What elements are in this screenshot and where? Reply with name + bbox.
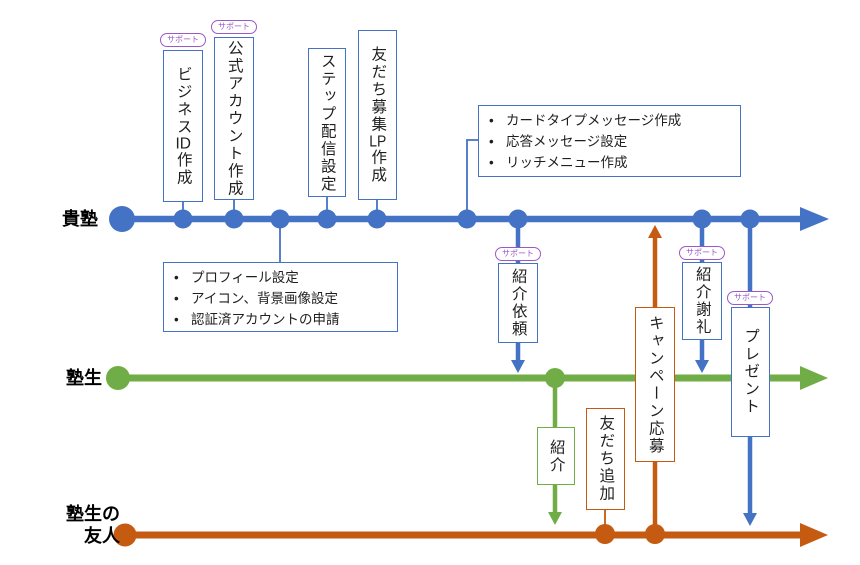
task-box-official-account-label: 公式アカウント作成 — [225, 39, 243, 198]
task-box-campaign: キャンペーン応募 — [635, 307, 675, 462]
lane-label-yujin-line2: 友人 — [84, 526, 120, 546]
bullet-icon: • — [174, 270, 179, 285]
task-box-shokai-irai-label: 紹介依頼 — [509, 268, 527, 338]
support-badge-official-account: サポート — [211, 20, 257, 34]
lane-label-jukusei: 塾生 — [66, 368, 102, 388]
note-item-text: カードタイプメッセージ作成 — [506, 113, 682, 128]
note-message-setup: • カードタイプメッセージ作成 • 応答メッセージ設定 • リッチメニュー作成 — [478, 105, 741, 177]
timeline-kijuku — [109, 206, 829, 232]
note-item: • 認証済アカウントの申請 — [174, 309, 391, 330]
task-box-business-id-label: ビジネスID作成 — [174, 65, 192, 187]
task-box-shokai-label: 紹介 — [547, 438, 565, 474]
note-item-text: プロフィール設定 — [191, 270, 299, 285]
task-box-shokai: 紹介 — [537, 427, 575, 485]
note-item: • カードタイプメッセージ作成 — [489, 110, 734, 131]
bullet-icon: • — [174, 291, 179, 306]
lane-label-kijuku: 貴塾 — [62, 209, 98, 229]
note-item: • 応答メッセージ設定 — [489, 131, 734, 152]
task-box-present-label: プレゼント — [742, 328, 760, 416]
task-box-friend-add: 友だち追加 — [586, 408, 625, 510]
task-box-campaign-label: キャンペーン応募 — [646, 314, 664, 455]
task-box-official-account: 公式アカウント作成 — [214, 37, 254, 200]
lane-label-yujin-line1: 塾生の — [66, 504, 120, 524]
task-box-shokai-sharei: 紹介謝礼 — [682, 262, 722, 340]
task-box-shokai-sharei-label: 紹介謝礼 — [693, 266, 711, 336]
bullet-icon: • — [489, 134, 494, 149]
task-box-friend-lp-label: 友だち募集LP作成 — [369, 46, 387, 184]
note-item: • プロフィール設定 — [174, 267, 391, 288]
task-box-step-delivery: ステップ配信設定 — [308, 48, 346, 197]
note-item: • リッチメニュー作成 — [489, 152, 734, 173]
task-box-shokai-irai: 紹介依頼 — [498, 263, 538, 343]
note-item-text: 応答メッセージ設定 — [506, 134, 628, 149]
support-badge-shokai-sharei: サポート — [679, 246, 725, 260]
support-badge-present: サポート — [727, 291, 773, 305]
task-box-friend-lp: 友だち募集LP作成 — [358, 30, 397, 200]
lane-label-yujin: 塾生の 友人 — [50, 503, 120, 547]
note-item-text: リッチメニュー作成 — [506, 155, 628, 170]
note-profile-setup: • プロフィール設定 • アイコン、背景画像設定 • 認証済アカウントの申請 — [163, 262, 398, 332]
note-item: • アイコン、背景画像設定 — [174, 288, 391, 309]
task-box-friend-add-label: 友だち追加 — [597, 415, 615, 503]
task-box-present: プレゼント — [731, 307, 770, 437]
note-item-text: 認証済アカウントの申請 — [191, 312, 340, 327]
timeline-yujin — [113, 523, 828, 547]
task-box-step-delivery-label: ステップ配信設定 — [318, 52, 336, 193]
task-box-business-id: ビジネスID作成 — [163, 50, 203, 202]
support-badge-shokai-irai: サポート — [495, 247, 541, 261]
support-badge-business-id: サポート — [160, 33, 206, 47]
note-item-text: アイコン、背景画像設定 — [191, 291, 339, 306]
bullet-icon: • — [489, 155, 494, 170]
connector-message-note-elbow — [466, 139, 479, 216]
bullet-icon: • — [174, 312, 179, 327]
bullet-icon: • — [489, 113, 494, 128]
timeline-jukusei — [106, 366, 828, 390]
